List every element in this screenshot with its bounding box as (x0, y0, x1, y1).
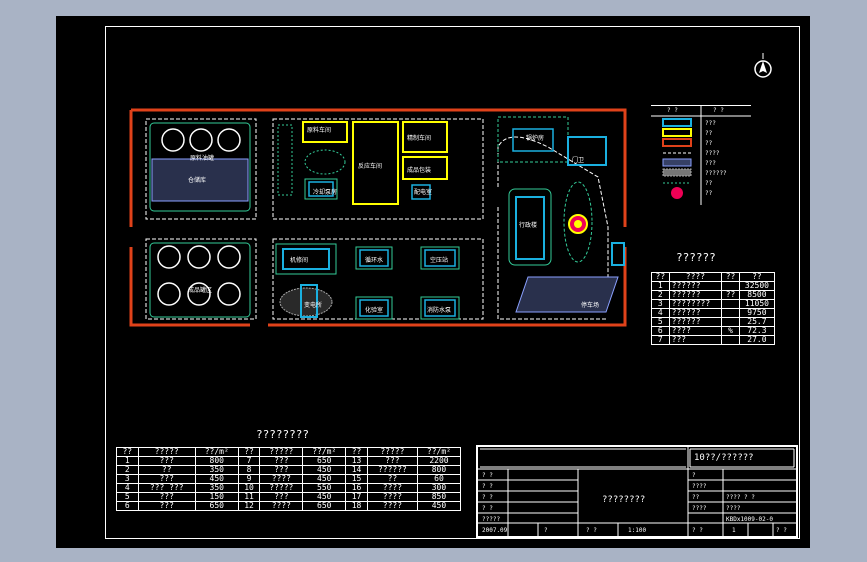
title-scale: 1:100 (628, 527, 647, 534)
stats-cell: ??? (668, 335, 723, 345)
title-date: 2007.09 (482, 527, 508, 534)
label-warehouse: 仓储库 (188, 177, 207, 184)
stats-cell (721, 308, 740, 318)
title-left-label: ????? (482, 516, 501, 523)
drawing-frame: 原料油罐 仓储库 成品罐区 原料车间 反应车间 精制车间 成品包装 冷却泵房 配… (56, 16, 810, 548)
stats-cell: ?? (721, 290, 740, 300)
stats-title: ?????? (676, 251, 716, 264)
title-sheet-number: 1 (732, 527, 736, 534)
cell: 6 (116, 501, 139, 511)
cell: 650 (194, 501, 239, 511)
stats-row: 4??????9750 (651, 308, 776, 318)
cell: ???? (259, 501, 304, 511)
stats-cell: 27.0 (738, 335, 776, 345)
stats-cell (721, 335, 740, 345)
title-left-row: ? ? (482, 472, 493, 479)
label-tank-farm-bottom: 成品罐区 (188, 287, 213, 294)
stats-cell: 7 (651, 335, 670, 345)
title-left-row: ? ? (482, 483, 493, 490)
cell: ??? (137, 501, 196, 511)
title-block-grid (478, 447, 796, 536)
project-name: 10??/?????? (694, 453, 754, 463)
legend-row: ?? (705, 190, 713, 197)
stats-row: 7??? 27.0 (651, 335, 776, 345)
label-power-station: 锅炉房 (526, 135, 545, 142)
site-plan (129, 108, 627, 327)
legend-header-symbol: ? ? (667, 107, 678, 114)
title-sheet-total-label: ? ? (776, 527, 787, 534)
label-tank-farm-top: 原料油罐 (190, 155, 215, 162)
legend-row: ???? (705, 150, 720, 157)
label-center-mid2: 空压站 (430, 257, 449, 264)
title-block: 10??/?????? ???????? ? ? ? ? ? ? ? ? ???… (476, 445, 798, 538)
legend-row: ??? (705, 120, 716, 127)
title-right-row: ? (692, 472, 696, 479)
label-main-workshop: 反应车间 (358, 163, 383, 170)
title-right-row: ???? (726, 505, 741, 512)
label-office: 行政楼 (519, 222, 538, 229)
label-center-mid1: 循环水 (365, 257, 384, 264)
label-center-mid4: 消防水泵 (427, 307, 452, 314)
stats-table: ?? ???? ?? ?? 1??????32500 2????????8500… (651, 272, 776, 345)
title-right-row: ???? (692, 483, 707, 490)
legend-row: ??? (705, 160, 716, 167)
title-right-row: ???? (692, 505, 707, 512)
label-workshop-3: 成品包装 (407, 167, 432, 174)
label-pump-room: 冷却泵房 (313, 189, 338, 196)
stats-cell (721, 299, 740, 309)
legend-row: ?? (705, 180, 713, 187)
building-table: ?????????/m² ?????????/m² ?????????/m² 1… (116, 447, 462, 511)
label-guard: 门卫 (572, 157, 585, 164)
drawing-name: ???????? (602, 495, 646, 505)
building-table-title: ???????? (256, 428, 309, 441)
label-workshop-2: 精制车间 (407, 135, 432, 142)
title-left-mark: ? (544, 527, 548, 534)
legend-row: ?? (705, 140, 713, 147)
title-scale-label: ? ? (586, 527, 597, 534)
drawing-sheet: 原料油罐 仓储库 成品罐区 原料车间 反应车间 精制车间 成品包装 冷却泵房 配… (105, 26, 800, 539)
cell: 18 (345, 501, 368, 511)
north-arrow-icon (754, 53, 772, 78)
title-left-row: ? ? (482, 505, 493, 512)
legend-grid (651, 105, 751, 205)
cell: 650 (302, 501, 347, 511)
cell: 450 (416, 501, 462, 511)
label-parking: 停车场 (581, 302, 600, 309)
title-left-row: ? ? (482, 494, 493, 501)
title-sheet-label: ? ? (692, 527, 703, 534)
label-vertical-box: 变电所 (304, 302, 323, 309)
stats-cell: % (721, 326, 740, 336)
label-workshop-1: 原料车间 (307, 127, 332, 134)
label-center-mid3: 化验室 (365, 307, 384, 314)
cell: ???? (366, 501, 418, 511)
stats-header-cell: ?? (721, 272, 740, 282)
drawing-number: KBDx1009-02-0 (726, 516, 773, 523)
title-right-row: ?? (692, 494, 700, 501)
legend-row: ?? (705, 130, 713, 137)
label-small-box: 配电室 (414, 189, 433, 196)
title-right-row: ???? ? ? (726, 494, 755, 501)
legend-row: ?????? (705, 170, 727, 177)
legend-header-name: ? ? (713, 107, 724, 114)
cell: 12 (237, 501, 261, 511)
label-center-left: 机修间 (290, 257, 309, 264)
